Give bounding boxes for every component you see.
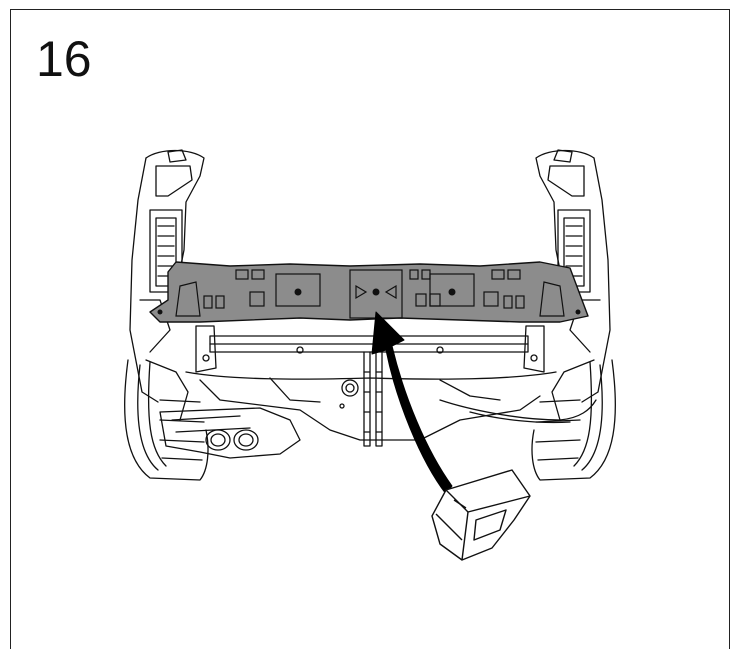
instruction-panel-frame bbox=[10, 9, 730, 649]
tow-hook-icon bbox=[363, 351, 383, 447]
step-number: 16 bbox=[36, 31, 92, 87]
right-tire-icon bbox=[531, 359, 616, 481]
underbody-icon bbox=[185, 371, 597, 441]
exhaust-icon bbox=[159, 407, 301, 459]
cover-part-icon bbox=[431, 469, 531, 561]
lower-crossmember-icon bbox=[195, 325, 545, 373]
curved-arrow-icon bbox=[371, 311, 453, 495]
right-taillight-icon bbox=[535, 149, 611, 421]
bumper-bracket-icon bbox=[149, 261, 589, 323]
left-tire-icon bbox=[124, 359, 209, 481]
